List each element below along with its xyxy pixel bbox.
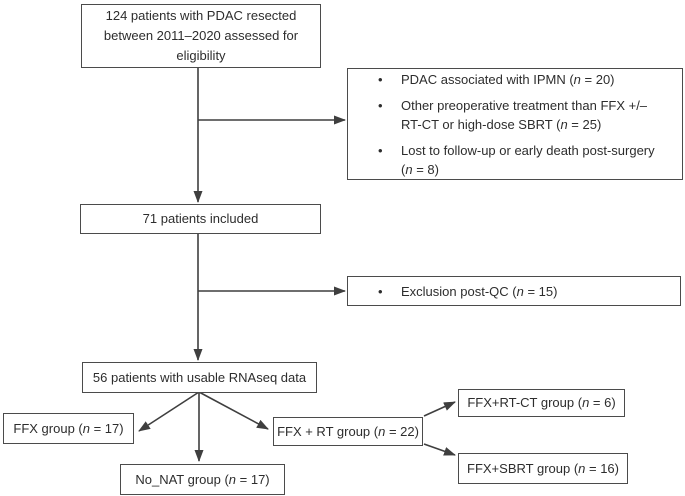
bullet-icon: • — [378, 97, 383, 113]
ffx-rtct-group-box: FFX+RT-CT group (n = 6) — [458, 389, 625, 417]
bullet-icon: • — [378, 283, 383, 299]
ffx-rtct-group-text: FFX+RT-CT group (n = 6) — [467, 395, 616, 410]
ffx-sbrt-group-text: FFX+SBRT group (n = 16) — [467, 460, 619, 476]
qc-exclusion-box: • Exclusion post-QC (n = 15) — [347, 276, 681, 306]
arrow-rnaseq-to-ffx-rt — [198, 391, 269, 430]
exclusion-item: • Other preoperative treatment than FFX … — [378, 96, 678, 134]
included-box: 71 patients included — [80, 204, 321, 234]
bullet-icon: • — [378, 142, 383, 158]
ffx-sbrt-group-box: FFX+SBRT group (n = 16) — [458, 453, 628, 484]
ffx-rt-group-box: FFX + RT group (n = 22) — [273, 417, 423, 446]
ffx-group-box: FFX group (n = 17) — [3, 413, 134, 444]
included-text: 71 patients included — [142, 211, 259, 226]
exclusion-item-text: PDAC associated with IPMN (n = 20) — [401, 71, 615, 87]
arrow-ffx-rt-to-rtct — [423, 401, 456, 417]
no-nat-group-text: No_NAT group (n = 17) — [135, 471, 270, 487]
exclusion-item: • Exclusion post-QC (n = 15) — [378, 282, 676, 301]
rnaseq-box: 56 patients with usable RNAseq data — [82, 362, 317, 393]
bullet-icon: • — [378, 71, 383, 87]
no-nat-group-box: No_NAT group (n = 17) — [120, 464, 285, 495]
exclusion-item-text: Exclusion post-QC (n = 15) — [401, 283, 558, 299]
arrow-rnaseq-to-ffx — [138, 391, 200, 432]
ffx-rt-group-text: FFX + RT group (n = 22) — [277, 423, 419, 439]
eligibility-box: 124 patients with PDAC resected between … — [81, 4, 321, 68]
exclusion-item-text: Lost to follow-up or early death post-su… — [401, 142, 655, 177]
exclusion-item: • Lost to follow-up or early death post-… — [378, 141, 678, 179]
primary-exclusions-box: • PDAC associated with IPMN (n = 20) • O… — [347, 68, 683, 180]
rnaseq-text: 56 patients with usable RNAseq data — [92, 369, 307, 385]
eligibility-text: 124 patients with PDAC resected between … — [103, 8, 299, 63]
ffx-group-text: FFX group (n = 17) — [13, 420, 124, 436]
arrow-ffx-rt-to-sbrt — [423, 443, 456, 456]
exclusion-item: • PDAC associated with IPMN (n = 20) — [378, 70, 678, 89]
exclusion-item-text: Other preoperative treatment than FFX +/… — [401, 97, 648, 132]
